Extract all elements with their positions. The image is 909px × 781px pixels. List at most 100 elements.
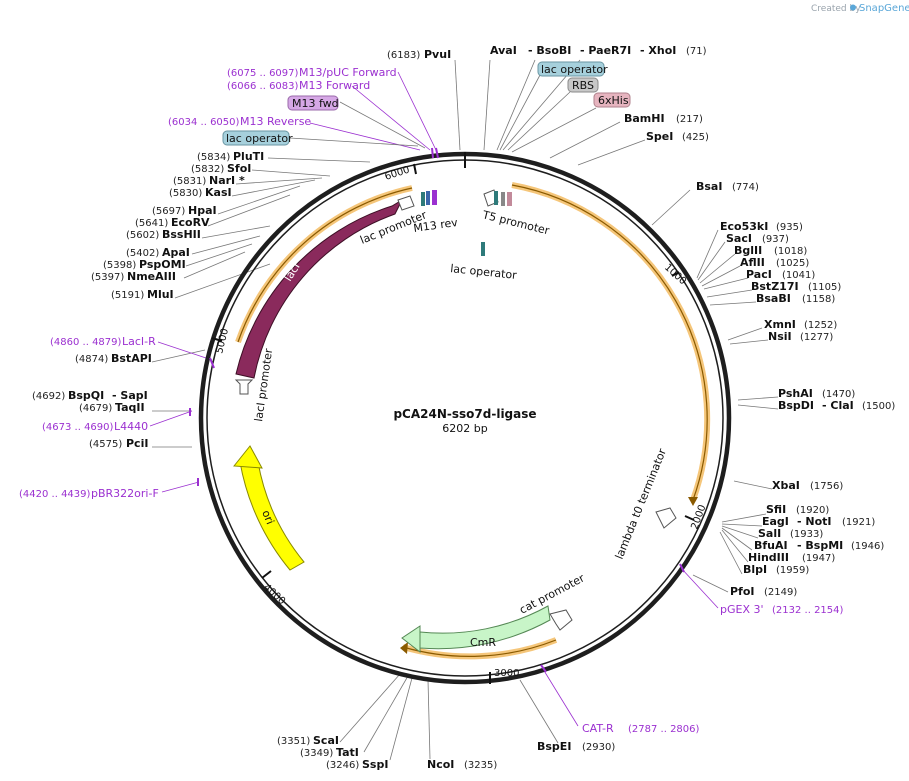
site-nari-pos: (5831) [173, 176, 206, 187]
box-lac-operator-top [537, 61, 605, 77]
feature-primer-mark [432, 190, 437, 205]
feature-lambda-terminator-label: lambda t0 terminator [613, 446, 669, 561]
feature-ori-label: ori [259, 508, 276, 526]
box-lac-operator-left [222, 130, 290, 146]
site-bsai-pos: (774) [732, 182, 759, 193]
site-bstz17i-name: BstZ17I [751, 280, 799, 293]
site-pfoi-pos: (2149) [764, 587, 797, 598]
site-nsii-pos: (1277) [800, 332, 833, 343]
primer-pbr322-name: pBR322ori-F [91, 487, 159, 500]
feature-rbs-mark [501, 192, 505, 206]
site-bglii-name: BglII [734, 244, 762, 257]
primer-pgex-range: (2132 .. 2154) [772, 605, 844, 616]
snapgene-logo-icon [850, 4, 856, 11]
site-bsabi-name: BsaBI [756, 292, 791, 305]
site-bsai-name: BsaI [696, 180, 722, 193]
site-kasi-pos: (5830) [169, 188, 202, 199]
site-kasi-name: KasI [205, 186, 232, 199]
site-bstz17i-pos: (1105) [808, 282, 841, 293]
site-bsobi-name: - BsoBI [528, 44, 571, 57]
primer-ring-marks [189, 147, 685, 673]
primer-laci-r-name: LacI-R [122, 335, 156, 348]
primer-catr-range: (2787 .. 2806) [628, 724, 700, 735]
site-pshai-pos: (1470) [822, 389, 855, 400]
site-hindiii-pos: (1947) [802, 553, 835, 564]
primer-catr-name: CAT-R [582, 722, 614, 735]
site-eco53ki-name: Eco53kI [720, 220, 768, 233]
feature-laci [235, 198, 404, 379]
feature-m13-rev-label: M13 rev [413, 216, 459, 235]
primer-m13puc-name: M13/pUC Forward [299, 66, 397, 79]
feature-cmr-label: CmR [470, 636, 496, 649]
site-apai-name: ApaI [162, 246, 190, 259]
site-sapi-name: - SapI [112, 389, 148, 402]
box-lac-operator-left-label: lac operator [226, 132, 293, 145]
site-bspqi-pos: (4692) [32, 391, 65, 402]
site-pspomi-pos: (5398) [103, 260, 136, 271]
site-ecorv-pos: (5641) [135, 218, 168, 229]
site-paci-name: PacI [746, 268, 772, 281]
feature-cmr-arrowhead [401, 625, 421, 654]
site-pcii-pos: (4575) [89, 439, 122, 450]
credit-prefix: Created by [811, 4, 861, 14]
site-xhoi-name: - XhoI [640, 44, 676, 57]
site-xbai-pos: (1756) [810, 481, 843, 492]
leader-lines [151, 59, 779, 761]
site-pfoi-name: PfoI [730, 585, 755, 598]
site-bspqi-name: BspQI [68, 389, 104, 402]
site-taqii-name: TaqII [115, 401, 145, 414]
site-clai-name: - ClaI [822, 399, 854, 412]
site-apai-pos: (5402) [126, 248, 159, 259]
primer-pgex-name: pGEX 3' [720, 603, 764, 616]
feature-6xhis-mark [507, 192, 512, 206]
site-bspdi-name: BspDI [778, 399, 814, 412]
feature-cat-promoter-label: cat promoter [517, 571, 587, 616]
site-scai-pos: (3351) [277, 736, 310, 747]
site-pshai-name: PshAI [778, 387, 813, 400]
site-aflii-name: AflII [740, 256, 765, 269]
feature-lambda-terminator [655, 507, 677, 529]
site-noti-pos: (1921) [842, 517, 875, 528]
site-ecorv-name: EcoRV [171, 216, 210, 229]
site-avai-name: AvaI [490, 44, 517, 57]
primer-m13rev-name: M13 Reverse [240, 115, 311, 128]
site-eagi-name: EagI [762, 515, 789, 528]
site-hindiii-name: HindIII [748, 551, 789, 564]
site-bsshii-name: BssHII [162, 228, 201, 241]
site-sspi-name: SspI [362, 758, 388, 771]
box-6xhis-label: 6xHis [598, 94, 629, 107]
site-bamhi-pos: (217) [676, 114, 703, 125]
feature-lac-promoter [397, 195, 415, 211]
box-rbs-label: RBS [572, 79, 594, 92]
site-eco53ki-pos: (935) [776, 222, 803, 233]
site-pvui-name: PvuI [424, 48, 451, 61]
site-hpai-pos: (5697) [152, 206, 185, 217]
primer-pbr322-range: (4420 .. 4439) [19, 489, 91, 500]
site-spei-pos: (425) [682, 132, 709, 143]
site-sspi-pos: (3246) [326, 760, 359, 771]
site-mlui-name: MluI [147, 288, 174, 301]
primer-leader-lines [149, 71, 719, 727]
site-pluti-name: PluTI [233, 150, 264, 163]
ring-ticks [211, 152, 695, 684]
site-saci-name: SacI [726, 232, 752, 245]
orf-line-laci [237, 187, 413, 343]
site-paci-pos: (1041) [782, 270, 815, 281]
site-bstapi-pos: (4874) [75, 354, 108, 365]
site-xbai-name: XbaI [772, 479, 800, 492]
site-sfii-name: SfiI [766, 503, 786, 516]
site-xmni-name: XmnI [764, 318, 796, 331]
site-clai-pos: (1500) [862, 401, 895, 412]
box-m13-fwd-label: M13 fwd [292, 97, 339, 110]
site-scai-name: ScaI [313, 734, 339, 747]
credit-brand: SnapGene [859, 3, 909, 14]
feature-lac-operator-inner [481, 242, 485, 256]
feature-t5-promoter-label: T5 promoter [480, 208, 551, 237]
site-pluti-pos: (5834) [197, 152, 230, 163]
site-spei-name: SpeI [646, 130, 673, 143]
feature-ori [239, 461, 305, 571]
site-bstapi-name: BstAPI [111, 352, 152, 365]
box-lac-operator-top-label: lac operator [541, 63, 608, 76]
site-bglii-pos: (1018) [774, 246, 807, 257]
